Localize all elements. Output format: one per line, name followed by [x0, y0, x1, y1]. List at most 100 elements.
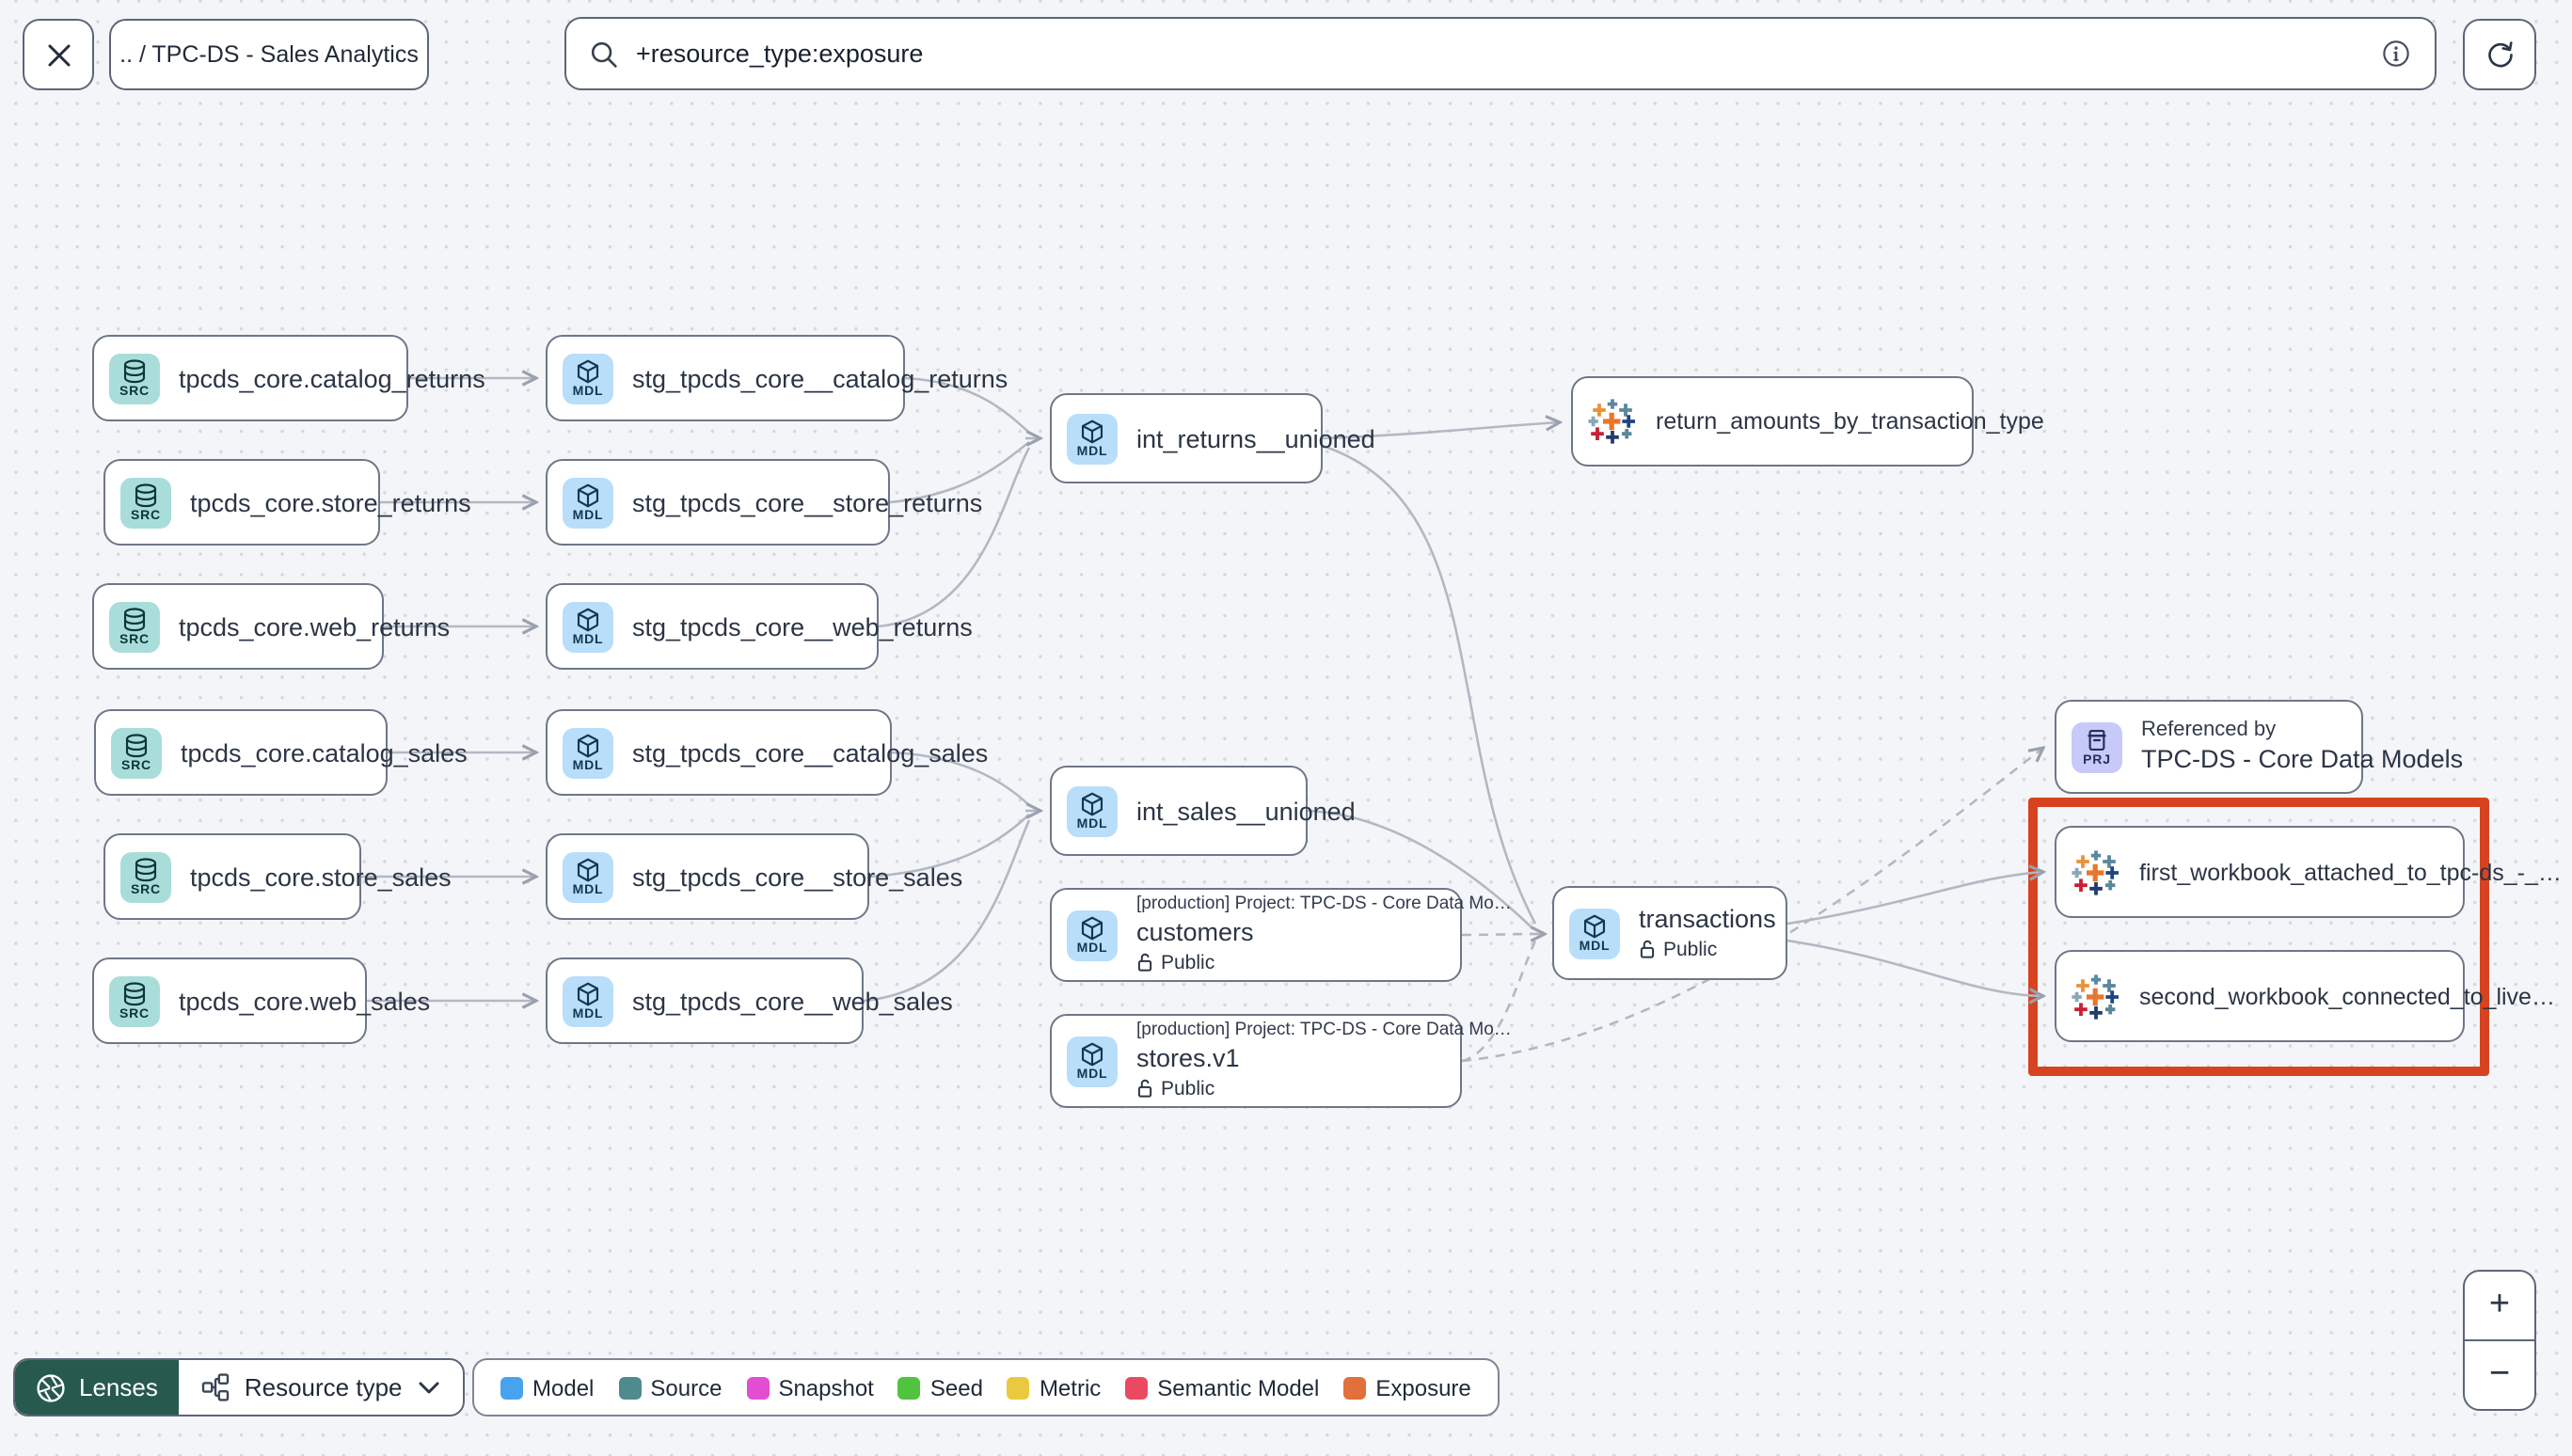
node-src-store-sales[interactable]: SRC tpcds_core.store_sales: [103, 833, 452, 920]
breadcrumb[interactable]: .. / TPC-DS - Sales Analytics: [109, 19, 429, 90]
public-access-lock-icon: [1136, 1078, 1153, 1099]
lineage-edge: [904, 376, 1030, 434]
database-resource-icon: SRC: [120, 851, 171, 902]
node-label: stg_tpcds_core__catalog_returns: [632, 364, 1008, 392]
lenses-label: Lenses: [79, 1373, 158, 1401]
lineage-edge: [1322, 422, 1560, 440]
legend-label: Seed: [929, 1374, 983, 1401]
lenses-button[interactable]: Lenses: [15, 1360, 179, 1415]
legend-item-metric: Metric: [1007, 1374, 1102, 1401]
node-label: customers: [1136, 918, 1254, 947]
legend-label: Source: [650, 1374, 722, 1401]
cube-resource-icon: MDL: [1067, 413, 1118, 464]
node-label: int_sales__unioned: [1136, 797, 1356, 825]
zoom-control: + −: [2463, 1270, 2536, 1411]
database-resource-icon: SRC: [109, 975, 160, 1026]
legend-swatch: [1125, 1376, 1149, 1399]
lineage-edge: [889, 440, 1030, 504]
cube-resource-icon: MDL: [1067, 910, 1118, 960]
legend-swatch: [1343, 1376, 1367, 1399]
node-return-amounts-by-transaction-type[interactable]: return_amounts_by_transaction_type: [1571, 376, 2044, 467]
refresh-button[interactable]: [2463, 19, 2536, 90]
node-label: tpcds_core.web_returns: [179, 612, 451, 641]
resource-type-dropdown[interactable]: Resource type: [179, 1360, 463, 1415]
node-label: stores.v1: [1136, 1044, 1240, 1073]
lineage-edge: [1786, 872, 2043, 926]
database-resource-icon: SRC: [109, 601, 160, 652]
legend-label: Exposure: [1375, 1374, 1471, 1401]
legend-label: Semantic Model: [1157, 1374, 1320, 1401]
close-button[interactable]: [23, 19, 94, 90]
node-label: tpcds_core.catalog_sales: [181, 738, 468, 767]
cube-resource-icon: MDL: [563, 975, 613, 1026]
node-access-label: Public: [1161, 1077, 1215, 1100]
node-customers[interactable]: MDL [production] Project: TPC-DS - Core D…: [1050, 888, 1512, 982]
legend-label: Snapshot: [778, 1374, 874, 1401]
node-access-label: Public: [1161, 951, 1215, 974]
node-label: stg_tpcds_core__store_returns: [632, 488, 983, 516]
node-src-web-returns[interactable]: SRC tpcds_core.web_returns: [92, 583, 450, 670]
cube-resource-icon: MDL: [563, 601, 613, 652]
node-label: tpcds_core.store_sales: [190, 863, 452, 891]
cube-resource-icon: MDL: [563, 851, 613, 902]
tableau-exposure-icon: [2072, 973, 2119, 1019]
legend-label: Metric: [1039, 1374, 1102, 1401]
selection-highlight-rect: [2028, 798, 2489, 1076]
legend-swatch: [1007, 1376, 1030, 1399]
public-access-lock-icon: [1639, 940, 1656, 960]
node-label: transactions: [1639, 905, 1776, 934]
node-label: stg_tpcds_core__catalog_sales: [632, 738, 989, 767]
node-project-label: [production] Project: TPC-DS - Core Data…: [1136, 1020, 1512, 1041]
chevron-down-icon: [419, 1381, 438, 1393]
node-label: stg_tpcds_core__web_sales: [632, 987, 953, 1015]
lineage-edge: [1307, 809, 1532, 928]
archive-resource-icon: PRJ: [2072, 721, 2122, 772]
node-workbook-2[interactable]: second_workbook_connected_to_live…: [2055, 950, 2555, 1042]
node-stg-catalog-returns[interactable]: MDL stg_tpcds_core__catalog_returns: [546, 335, 1008, 421]
lenses-control: Lenses Resource type: [13, 1358, 465, 1416]
legend-item-snapshot: Snapshot: [746, 1374, 874, 1401]
node-workbook-1[interactable]: first_workbook_attached_to_tpc-ds_-_…: [2055, 826, 2562, 918]
lineage-edge: [878, 447, 1031, 628]
refresh-icon: [2487, 41, 2512, 68]
tableau-exposure-icon: [2072, 849, 2119, 894]
legend-item-exposure: Exposure: [1343, 1374, 1471, 1401]
legend-swatch: [618, 1376, 642, 1399]
search-bar[interactable]: [564, 17, 2437, 90]
lineage-edge: [1461, 932, 1532, 937]
public-access-lock-icon: [1136, 952, 1153, 973]
legend-item-semantic-model: Semantic Model: [1125, 1374, 1319, 1401]
database-resource-icon: SRC: [109, 353, 160, 404]
lenses-aperture-icon: [37, 1373, 65, 1401]
lineage-edge: [1461, 940, 1537, 1063]
zoom-out-button[interactable]: −: [2465, 1339, 2534, 1409]
cube-resource-icon: MDL: [563, 353, 613, 404]
node-stores-v1[interactable]: MDL[production] Project: TPC-DS - Core D…: [1050, 1014, 1512, 1108]
legend-swatch: [500, 1376, 523, 1399]
node-label: return_amounts_by_transaction_type: [1656, 408, 2044, 435]
lineage-edge: [863, 819, 1031, 1003]
node-stg-web-sales[interactable]: MDL stg_tpcds_core__web_sales: [546, 957, 953, 1044]
search-input[interactable]: [636, 40, 2363, 68]
info-icon[interactable]: [2380, 38, 2412, 70]
zoom-in-button[interactable]: +: [2488, 1285, 2511, 1324]
node-label: second_workbook_connected_to_live…: [2139, 983, 2555, 1009]
lineage-edge: [891, 751, 1030, 806]
node-label: TPC-DS - Core Data Models: [2141, 745, 2464, 774]
node-project-label: [production] Project: TPC-DS - Core Data…: [1136, 894, 1512, 915]
lineage-edge: [1786, 939, 2043, 996]
